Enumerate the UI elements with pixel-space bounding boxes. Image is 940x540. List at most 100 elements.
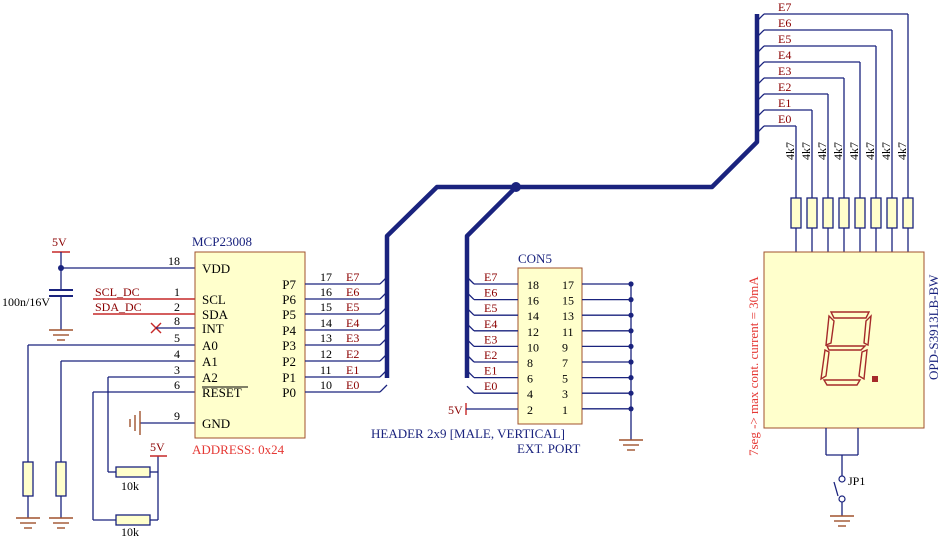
ic-pin-number: 6 [174,378,180,392]
ic-pin-number: 8 [174,314,180,328]
ic-pin-number: 3 [174,363,180,377]
connector-pin-left: 18 [527,278,539,292]
jumper-label: JP1 [848,474,865,488]
seven-segment-icon [820,311,878,386]
ic-pin-number: 18 [168,254,180,268]
resistor-value: 4k7 [895,142,909,160]
ic-pin-name: SCL [202,292,226,307]
connector-pin-left: 12 [527,325,539,339]
resistor [822,197,834,229]
connector-net-label: E4 [484,317,497,331]
con-name: CON5 [518,251,552,266]
resistor [854,197,866,229]
display-net-label: E0 [778,112,791,126]
resistor-value: 4k7 [847,142,861,160]
sda-net: SDA_DC [95,300,142,314]
connector-pin-right: 7 [562,356,568,370]
connector-pin-right: 13 [562,309,574,323]
ic-net-label: E7 [346,270,359,284]
resistor-value: 4k7 [783,142,797,160]
ic-pin-number: 2 [174,300,180,314]
ic-net-label: E3 [346,331,359,345]
con-power: 5V [448,403,463,417]
connector-body [517,267,583,425]
ic-pin-name: GND [202,416,230,431]
resistor-value: 4k7 [879,142,893,160]
ic-pin-name: INT [202,321,224,336]
ic-pin-number: 4 [174,347,180,361]
ic-body [194,251,306,439]
vcc-label: 5V [52,235,67,249]
ic-address: ADDRESS: 0x24 [192,442,285,457]
ic-pin-name: P7 [282,277,296,292]
connector-pin-right: 1 [562,403,568,417]
ground-icon [16,517,40,529]
ic-net-label: E4 [346,316,359,330]
connector-pin-right: 5 [562,372,568,386]
display-net-label: E7 [778,0,791,14]
display-part: OPD-S3913LB-BW [926,274,940,380]
connector-pin-left: 8 [527,356,533,370]
ic-pin-name: A0 [202,338,218,353]
ground-icon [830,515,854,527]
ic-pin-name: A1 [202,354,218,369]
ic-net-label: E0 [346,378,359,392]
ic-pin-number: 5 [174,331,180,345]
connector-pin-left: 6 [527,372,533,386]
resistor-value: 4k7 [799,142,813,160]
ground-icon [619,439,643,451]
ic-pin-number: 12 [320,347,332,361]
ic-net-label: E5 [346,300,359,314]
connector-pin-left: 14 [527,309,539,323]
resistor [902,197,914,229]
display-net-label: E4 [778,48,791,62]
ic-net-label: E6 [346,285,359,299]
display-net-label: E6 [778,16,791,30]
ic-pin-name: P2 [282,354,296,369]
connector-pin-right: 3 [562,387,568,401]
display-net-label: E2 [778,80,791,94]
ic-pin-name: P6 [282,292,296,307]
ic-pin-name: P0 [282,385,296,400]
ground-icon [49,329,73,341]
ic-pin-name: P3 [282,338,296,353]
r2-value: 10k [121,525,139,539]
resistor [790,197,802,229]
display-note: 7seg -> max cont. current = 30mA [746,276,761,456]
connector-pin-right: 11 [562,325,574,339]
ic-pin-number: 13 [320,331,332,345]
connector-pin-left: 2 [527,403,533,417]
ground-icon [129,411,141,435]
ic-pin-name: A2 [202,370,218,385]
ic-pin-number: 17 [320,270,332,284]
resistor [806,197,818,229]
connector-pin-right: 17 [562,278,574,292]
ic-pin-number: 11 [320,363,332,377]
connector-pin-right: 9 [562,340,568,354]
connector-net-label: E1 [484,364,497,378]
ic-pin-number: 10 [320,378,332,392]
connector-net-label: E3 [484,332,497,346]
ic-pin-name: SDA [202,307,229,322]
ic-pin-number: 14 [320,316,332,330]
display-net-label: E1 [778,96,791,110]
con-desc2: EXT. PORT [517,441,580,456]
scl-net: SCL_DC [95,285,140,299]
connector-pin-left: 4 [527,387,533,401]
display-net-label: E3 [778,64,791,78]
ic-pin-name: P1 [282,370,296,385]
ic-pin-number: 9 [174,409,180,423]
display-body [763,251,925,429]
resistor [838,197,850,229]
connector-net-label: E0 [484,379,497,393]
ic-pin-name: P4 [282,323,296,338]
ic-pin-name: P5 [282,307,296,322]
connector-net-label: E5 [484,301,497,315]
connector-net-label: E7 [484,270,497,284]
connector-net-label: E2 [484,348,497,362]
